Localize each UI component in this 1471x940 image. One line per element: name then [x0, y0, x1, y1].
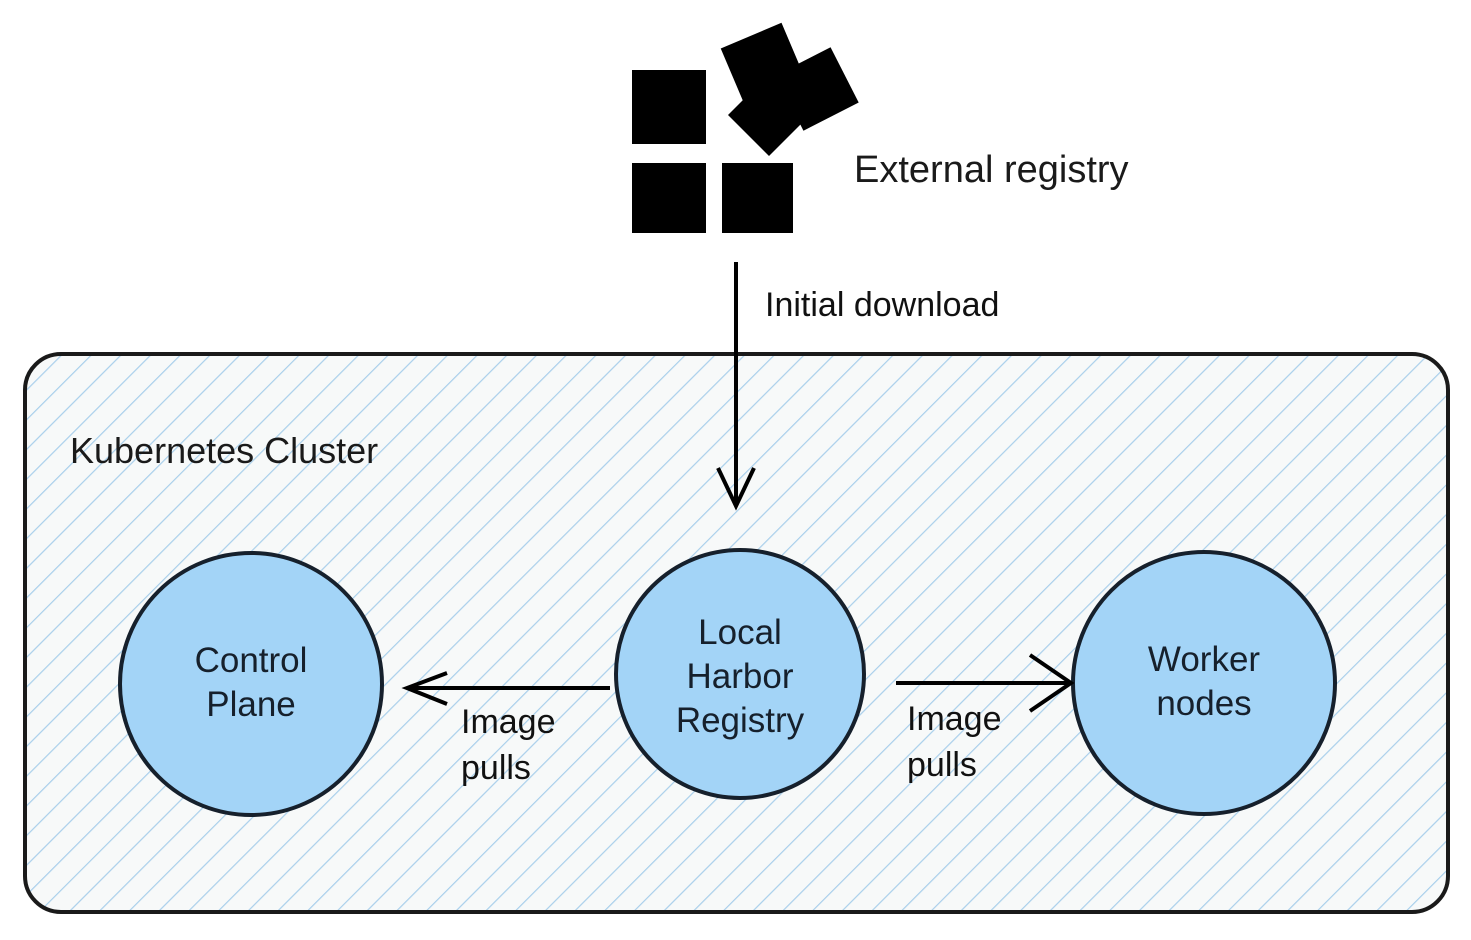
initial-download-arrowhead [716, 467, 756, 511]
node-worker-nodes[interactable]: Worker nodes [1071, 550, 1337, 816]
external-registry-label: External registry [854, 149, 1129, 191]
image-pulls-left-label-line-2: pulls [461, 749, 531, 787]
control-plane-circle[interactable] [118, 551, 384, 817]
image-pulls-right-label-line-2: pulls [907, 746, 977, 784]
container-registry-icon [632, 22, 859, 233]
registry-icon-square-bottom-left [632, 163, 706, 233]
worker-nodes-circle[interactable] [1071, 550, 1337, 816]
initial-download-label: Initial download [765, 286, 999, 324]
image-pulls-left-arrowhead [401, 671, 448, 706]
node-local-harbor-registry[interactable]: Local Harbor Registry [614, 548, 866, 800]
worker-nodes-label-line-1: Worker [1148, 640, 1260, 679]
control-plane-label-line-1: Control [195, 641, 308, 680]
image-pulls-left-label-line-1: Image [461, 703, 556, 741]
local-harbor-registry-label-line-1: Local [698, 613, 782, 652]
registry-icon-square-bottom-right [722, 163, 793, 233]
edge-harbor-to-worker-nodes: Image pulls [896, 653, 1075, 784]
control-plane-label-line-2: Plane [206, 685, 296, 724]
image-pulls-right-label-line-1: Image [907, 700, 1002, 738]
image-pulls-right-arrowhead [1028, 653, 1075, 713]
initial-download-arrow [716, 262, 756, 511]
local-harbor-registry-circle[interactable] [614, 548, 866, 800]
edge-harbor-to-control-plane: Image pulls [401, 671, 610, 787]
local-harbor-registry-label-line-3: Registry [676, 701, 805, 740]
cluster-label: Kubernetes Cluster [70, 430, 378, 471]
worker-nodes-label-line-2: nodes [1156, 684, 1251, 723]
local-harbor-registry-label-line-2: Harbor [687, 657, 794, 696]
node-control-plane[interactable]: Control Plane [118, 551, 384, 817]
registry-icon-square-top-left [632, 70, 706, 144]
